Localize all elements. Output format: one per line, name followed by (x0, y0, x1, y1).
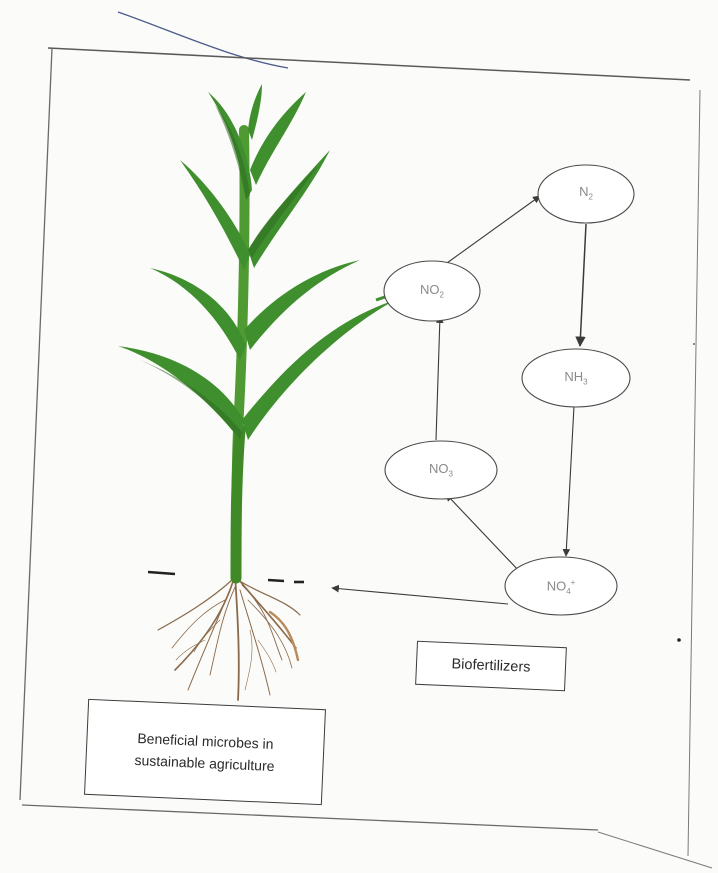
arrow-no4-to-no3 (446, 494, 520, 572)
arrow-n2-to-nh3 (580, 224, 586, 346)
arrow-no3-to-no2 (436, 316, 440, 440)
speck (693, 343, 695, 345)
plant-leaves (118, 84, 395, 440)
biofertilizers-label: Biofertilizers (451, 656, 531, 675)
nh3-subscript: 3 (583, 378, 587, 387)
biofertilizers-label-box: Biofertilizers (415, 641, 567, 692)
arrow-no2-to-n2 (440, 196, 540, 268)
no4-superscript: + (571, 578, 576, 587)
node-no4-label: NO4+ (533, 578, 589, 596)
soil-line (148, 572, 304, 582)
no4-main-text: NO (547, 578, 567, 593)
node-no3-label: NO3 (417, 461, 465, 479)
pen-stroke (118, 12, 288, 68)
microbes-caption-box: Beneficial microbes in sustainable agric… (84, 699, 326, 805)
node-n2-label: N2 (566, 184, 606, 202)
node-no2-label: NO2 (408, 282, 456, 300)
node-nh3-label: NH3 (550, 369, 602, 387)
arrow-nh3-to-no4 (566, 406, 574, 556)
no3-subscript: 3 (449, 470, 453, 479)
frame-top-line (48, 48, 690, 80)
speck (677, 638, 681, 642)
no2-main-text: NO (420, 282, 440, 297)
frame-right-line (688, 90, 700, 856)
no4-subscript: 4 (566, 587, 570, 596)
nh3-main-text: NH (564, 369, 583, 384)
frame-bottom-line (22, 805, 598, 830)
cycle-nodes (384, 165, 634, 615)
microbes-caption-line-2: sustainable agriculture (134, 749, 275, 777)
no2-subscript: 2 (440, 291, 444, 300)
plant-roots (158, 575, 300, 700)
frame-bottom-right-line (598, 832, 712, 868)
arrow-no4-to-soil (332, 588, 508, 604)
n2-subscript: 2 (588, 193, 592, 202)
no3-main-text: NO (429, 461, 449, 476)
plant-illustration (118, 84, 395, 700)
frame-left-line (20, 48, 52, 800)
